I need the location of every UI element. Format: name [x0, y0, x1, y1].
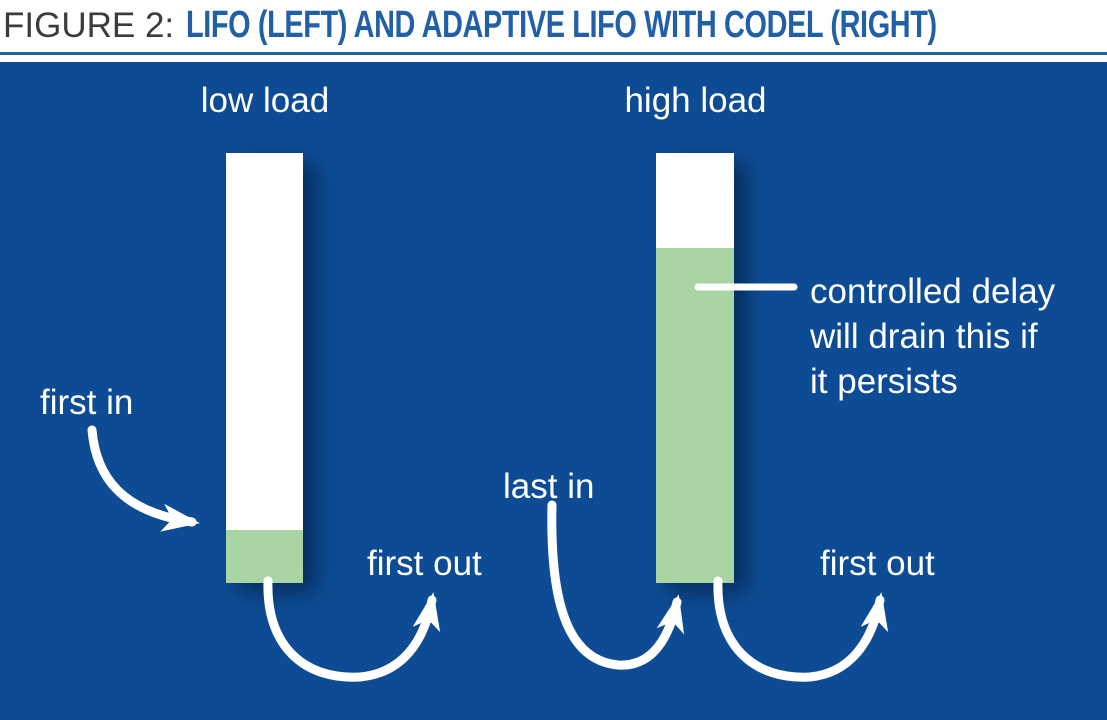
first-out-left-arrow: [263, 576, 441, 682]
first-in-label: first in: [40, 383, 134, 422]
diagram-panel: low load high load first in last in firs…: [0, 62, 1107, 720]
first-out-right-label: first out: [820, 544, 935, 583]
title-divider-rule: [0, 52, 1107, 55]
first-out-left-label: first out: [367, 544, 482, 583]
left-queue-bar: [226, 153, 303, 583]
codel-callout-line-3: it persists: [810, 362, 958, 401]
figure-header: FIGURE 2: LIFO (LEFT) AND ADAPTIVE LIFO …: [0, 0, 1107, 52]
low-load-label: low load: [200, 81, 330, 120]
codel-callout-line-2: will drain this if: [810, 317, 1038, 356]
left-queue-empty-segment: [226, 153, 303, 531]
right-queue-empty-segment: [656, 153, 734, 248]
high-load-label: high load: [624, 81, 767, 120]
codel-callout-text: controlled delay will drain this if it p…: [810, 269, 1055, 404]
first-in-arrow: [87, 425, 200, 532]
last-in-label: last in: [503, 467, 595, 506]
right-queue-bar: [656, 153, 734, 583]
figure-label: FIGURE 2:: [3, 6, 175, 45]
left-queue-filled-segment: [226, 530, 303, 583]
codel-callout-line-1: controlled delay: [810, 272, 1056, 311]
figure-title: LIFO (LEFT) AND ADAPTIVE LIFO WITH CODEL…: [186, 4, 937, 46]
first-out-right-arrow: [713, 576, 889, 682]
right-queue-filled-segment: [656, 247, 734, 583]
